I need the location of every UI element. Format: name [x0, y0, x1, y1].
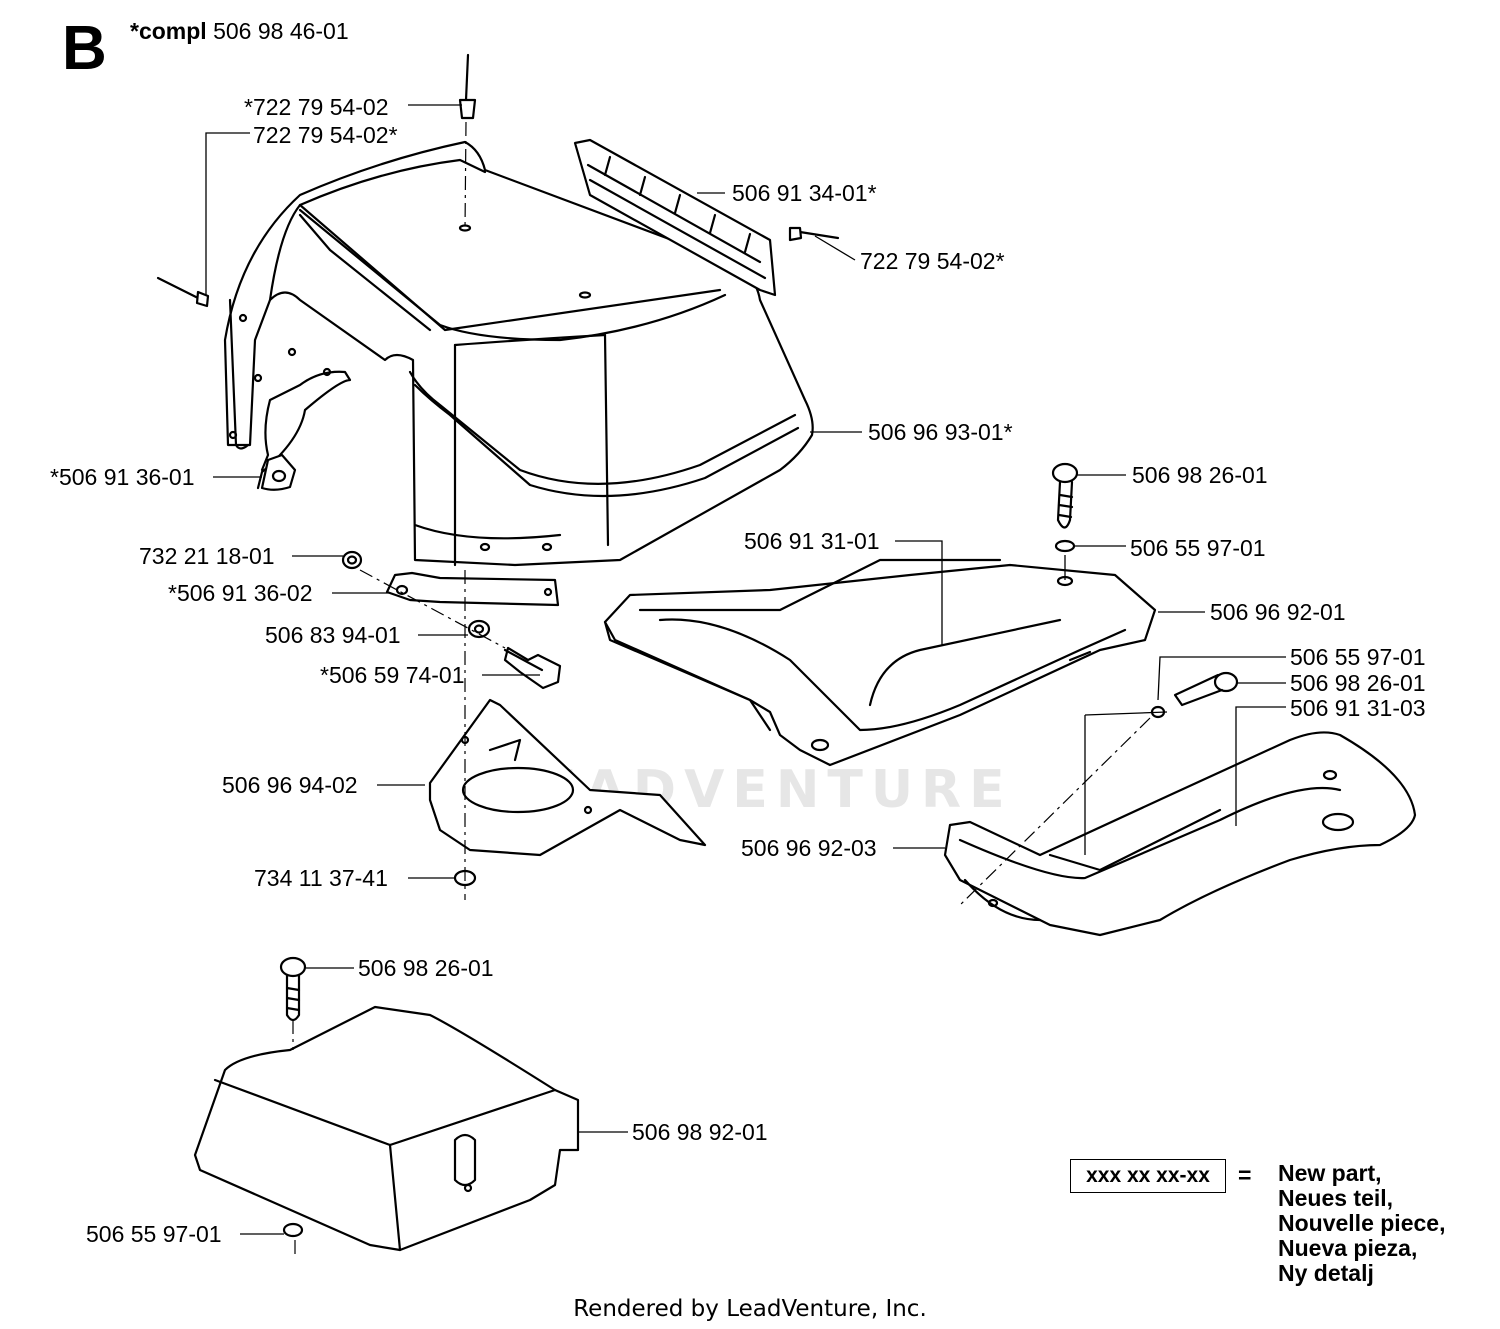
- battery-cover-part: [193, 1005, 580, 1252]
- part-label[interactable]: 732 21 18-01: [139, 543, 275, 569]
- part-label[interactable]: 722 79 54-02*: [253, 122, 398, 148]
- cover-screw: [279, 956, 307, 1238]
- fastener-set: [341, 550, 562, 690]
- compl-prefix: *compl: [130, 18, 207, 44]
- legend-line: Nouvelle piece,: [1278, 1210, 1446, 1236]
- section-letter: B: [62, 14, 107, 83]
- part-label[interactable]: 734 11 37-41: [254, 865, 388, 891]
- hood-bracket-part: [253, 347, 352, 491]
- complete-assembly-number: *compl 506 98 46-01: [130, 20, 349, 43]
- leader-lines: [205, 104, 1286, 1235]
- strap-bracket-part: [385, 571, 560, 607]
- part-label[interactable]: 506 98 26-01: [1132, 462, 1268, 488]
- legend-line: Ny detalj: [1278, 1260, 1374, 1286]
- lower-bracket-part: [428, 698, 707, 857]
- grille-part: [573, 138, 777, 297]
- part-label[interactable]: 506 55 97-01: [86, 1221, 222, 1247]
- part-label[interactable]: 506 96 92-03: [741, 835, 877, 861]
- part-label[interactable]: 506 98 92-01: [632, 1119, 768, 1145]
- rivets: [156, 53, 840, 308]
- part-label[interactable]: 506 98 26-01: [1290, 670, 1426, 696]
- part-label[interactable]: 506 83 94-01: [265, 622, 401, 648]
- part-label[interactable]: *506 59 74-01: [320, 662, 465, 688]
- part-label[interactable]: 722 79 54-02*: [860, 248, 1005, 274]
- part-label[interactable]: *722 79 54-02: [244, 94, 389, 120]
- compl-number: 506 98 46-01: [213, 18, 349, 44]
- legend-new-part-box: xxx xx xx-xx: [1070, 1159, 1226, 1193]
- footer-credit: Rendered by LeadVenture, Inc.: [573, 1296, 927, 1322]
- part-label[interactable]: 506 55 97-01: [1130, 535, 1266, 561]
- part-label[interactable]: *506 91 36-02: [168, 580, 313, 606]
- legend-text: New part, Neues teil, Nouvelle piece, Nu…: [1278, 1161, 1445, 1286]
- part-label[interactable]: 506 96 92-01: [1210, 599, 1346, 625]
- seat-pan-part: [603, 558, 1157, 767]
- seat-screw: [1051, 462, 1079, 553]
- legend-equals: =: [1238, 1162, 1252, 1188]
- part-label[interactable]: 506 55 97-01: [1290, 644, 1426, 670]
- seat-base-part: [943, 731, 1417, 937]
- rear-hood-part: [223, 140, 814, 567]
- part-label[interactable]: 506 91 31-01: [744, 528, 880, 554]
- part-label[interactable]: 506 91 31-03: [1290, 695, 1426, 721]
- legend-line: Neues teil,: [1278, 1185, 1394, 1211]
- part-label[interactable]: 506 96 94-02: [222, 772, 358, 798]
- part-label[interactable]: 506 98 26-01: [358, 955, 494, 981]
- base-screw: [1150, 671, 1239, 719]
- center-lines: [292, 121, 1151, 1255]
- part-label[interactable]: 506 91 34-01*: [732, 180, 877, 206]
- part-label[interactable]: *506 91 36-01: [50, 464, 195, 490]
- part-label[interactable]: 506 96 93-01*: [868, 419, 1013, 445]
- legend-line: Nueva pieza,: [1278, 1235, 1418, 1261]
- legend-line: New part,: [1278, 1160, 1382, 1186]
